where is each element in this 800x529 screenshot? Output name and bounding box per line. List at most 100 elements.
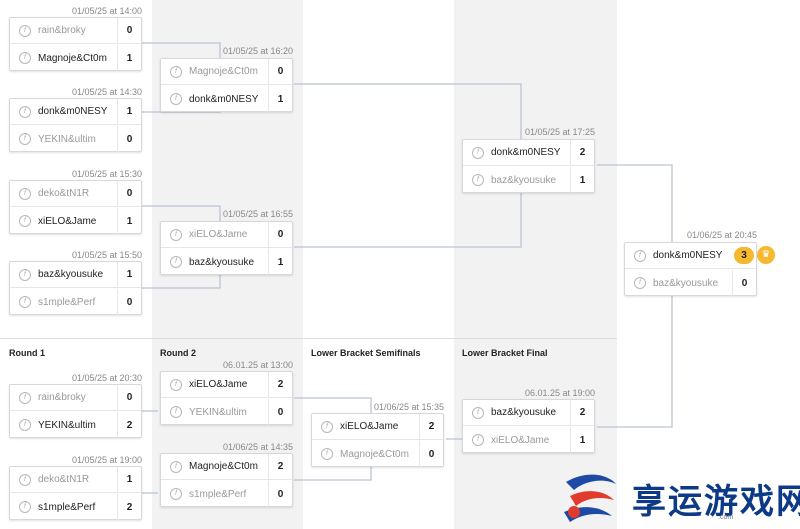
team-score: 2 (117, 494, 141, 520)
team-score: 2 (570, 400, 594, 425)
match-time: 01/06/25 at 15:35 (373, 402, 444, 412)
team-row[interactable]: f baz&kyousuke 2 (463, 400, 594, 426)
faceit-icon: f (170, 65, 182, 78)
team-score: 0 (419, 441, 443, 467)
team-name: deko&tN1R (38, 188, 90, 199)
team-name: baz&kyousuke (38, 269, 104, 280)
team-name: donk&m0NESY (38, 106, 108, 117)
team-score: 1 (117, 262, 141, 287)
faceit-icon: f (170, 256, 182, 268)
team-row[interactable]: f donk&m0NESY 1 (10, 99, 141, 125)
faceit-icon: f (19, 215, 31, 227)
match-time: 01/05/25 at 16:55 (222, 209, 293, 219)
match-time: 01/05/25 at 15:30 (71, 169, 142, 179)
team-row[interactable]: f baz&kyousuke 1 (10, 262, 141, 288)
team-name: donk&m0NESY (491, 147, 561, 158)
faceit-icon: f (19, 187, 31, 200)
match-time: 01/05/25 at 20:30 (71, 373, 142, 383)
faceit-icon: f (19, 473, 31, 486)
team-name: deko&tN1R (38, 474, 90, 485)
logo-subtext: .com (718, 514, 734, 521)
faceit-icon: f (170, 228, 182, 241)
faceit-icon: f (472, 434, 484, 446)
round-label-1: Round 1 (9, 348, 45, 358)
match-time: 06.01.25 at 19:00 (524, 388, 595, 398)
team-score: 1 (117, 99, 141, 124)
bracket-divider (0, 338, 617, 339)
match-time: 01/06/25 at 14:35 (222, 442, 293, 452)
team-score: 0 (268, 222, 292, 247)
team-score: 2 (570, 140, 594, 165)
team-name: xiELO&Jame (189, 379, 248, 390)
team-name: xiELO&Jame (491, 434, 550, 446)
team-score: 0 (117, 181, 141, 206)
faceit-icon: f (472, 146, 484, 159)
team-score: 3 (734, 247, 754, 264)
faceit-icon: f (19, 52, 31, 64)
team-name: baz&kyousuke (491, 407, 557, 418)
team-name: YEKIN&ultim (38, 133, 96, 145)
faceit-icon: f (321, 448, 333, 460)
match-time: 01/05/25 at 19:00 (71, 455, 142, 465)
faceit-icon: f (634, 277, 646, 289)
faceit-icon: f (19, 296, 31, 308)
faceit-icon: f (472, 406, 484, 419)
team-name: rain&broky (38, 392, 86, 403)
team-name: YEKIN&ultim (38, 419, 96, 431)
team-name: Magnoje&Ct0m (189, 66, 258, 77)
team-row[interactable]: f donk&m0NESY 2 (463, 140, 594, 166)
team-row[interactable]: f deko&tN1R 0 (10, 181, 141, 207)
team-name: donk&m0NESY (189, 93, 259, 105)
team-score: 2 (117, 412, 141, 438)
match-time: 01/05/25 at 14:30 (71, 87, 142, 97)
faceit-icon: f (19, 105, 31, 118)
team-row[interactable]: f deko&tN1R 1 (10, 467, 141, 493)
faceit-icon: f (19, 268, 31, 281)
team-name: s1mple&Perf (189, 488, 247, 500)
team-name: baz&kyousuke (491, 174, 557, 186)
faceit-icon: f (19, 133, 31, 145)
team-score: 1 (117, 467, 141, 492)
team-score: 1 (268, 249, 292, 275)
team-name: xiELO&Jame (38, 215, 97, 227)
team-name: xiELO&Jame (340, 421, 399, 432)
match-time: 01/05/25 at 16:20 (222, 46, 293, 56)
